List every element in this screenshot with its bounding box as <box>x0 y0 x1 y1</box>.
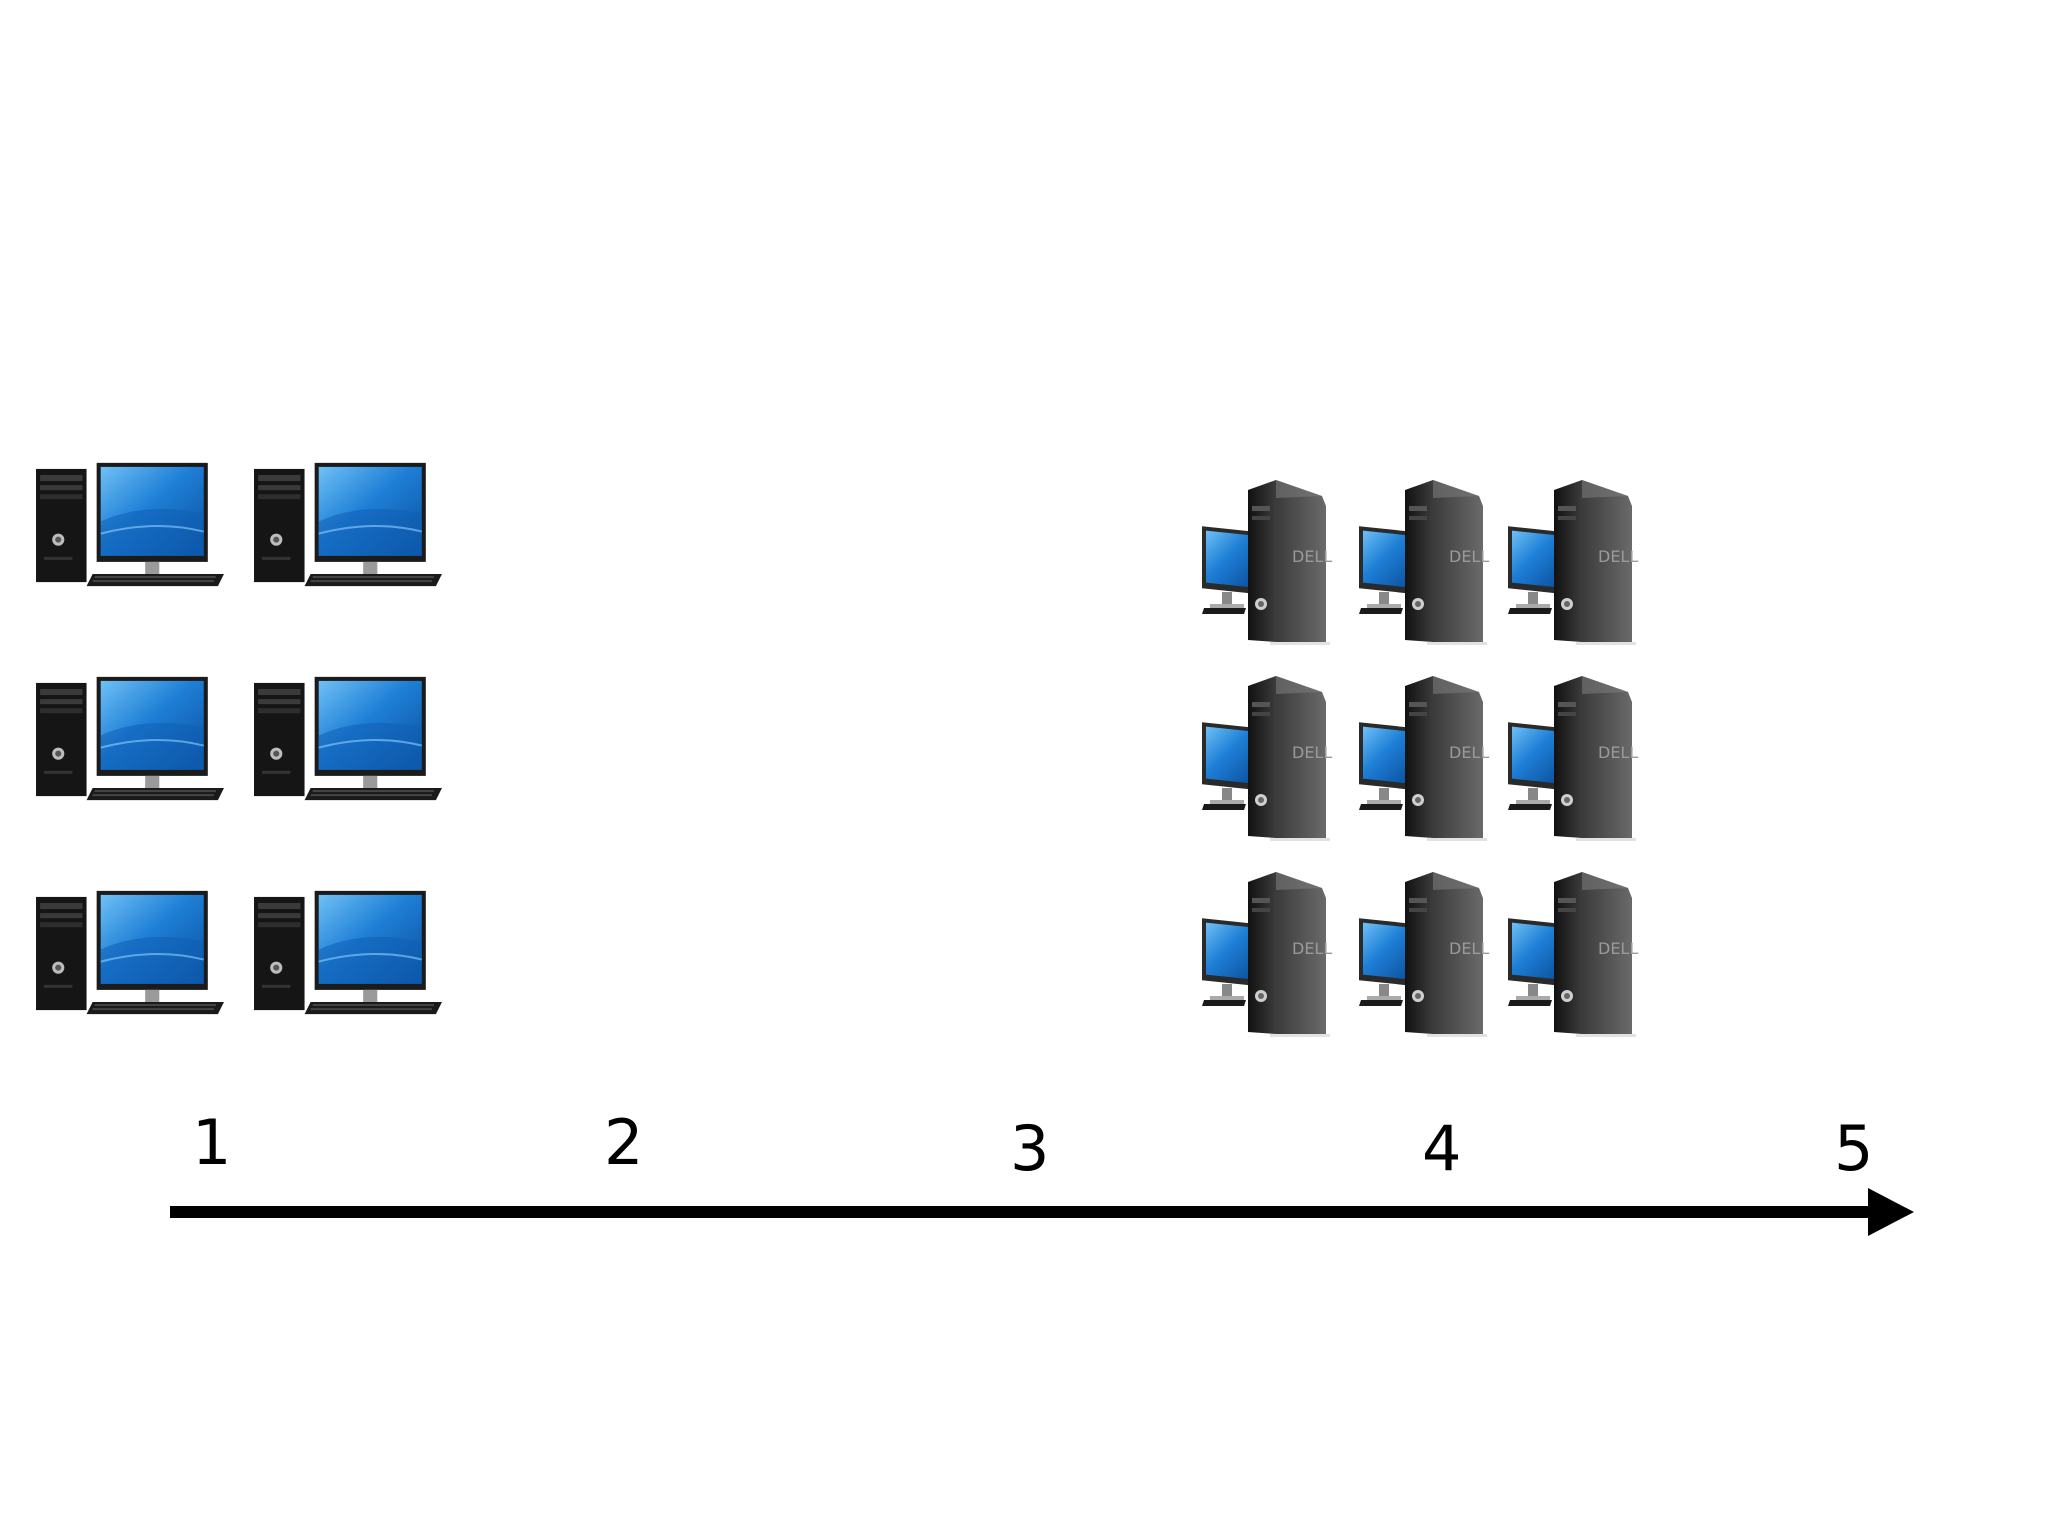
arrow-head-icon <box>1868 1188 1914 1236</box>
tick-label-2: 2 <box>604 1112 643 1174</box>
tick-label-3: 3 <box>1010 1118 1049 1180</box>
tick-label-1: 1 <box>192 1112 231 1174</box>
tick-label-4: 4 <box>1422 1118 1461 1180</box>
tick-label-5: 5 <box>1834 1118 1873 1180</box>
